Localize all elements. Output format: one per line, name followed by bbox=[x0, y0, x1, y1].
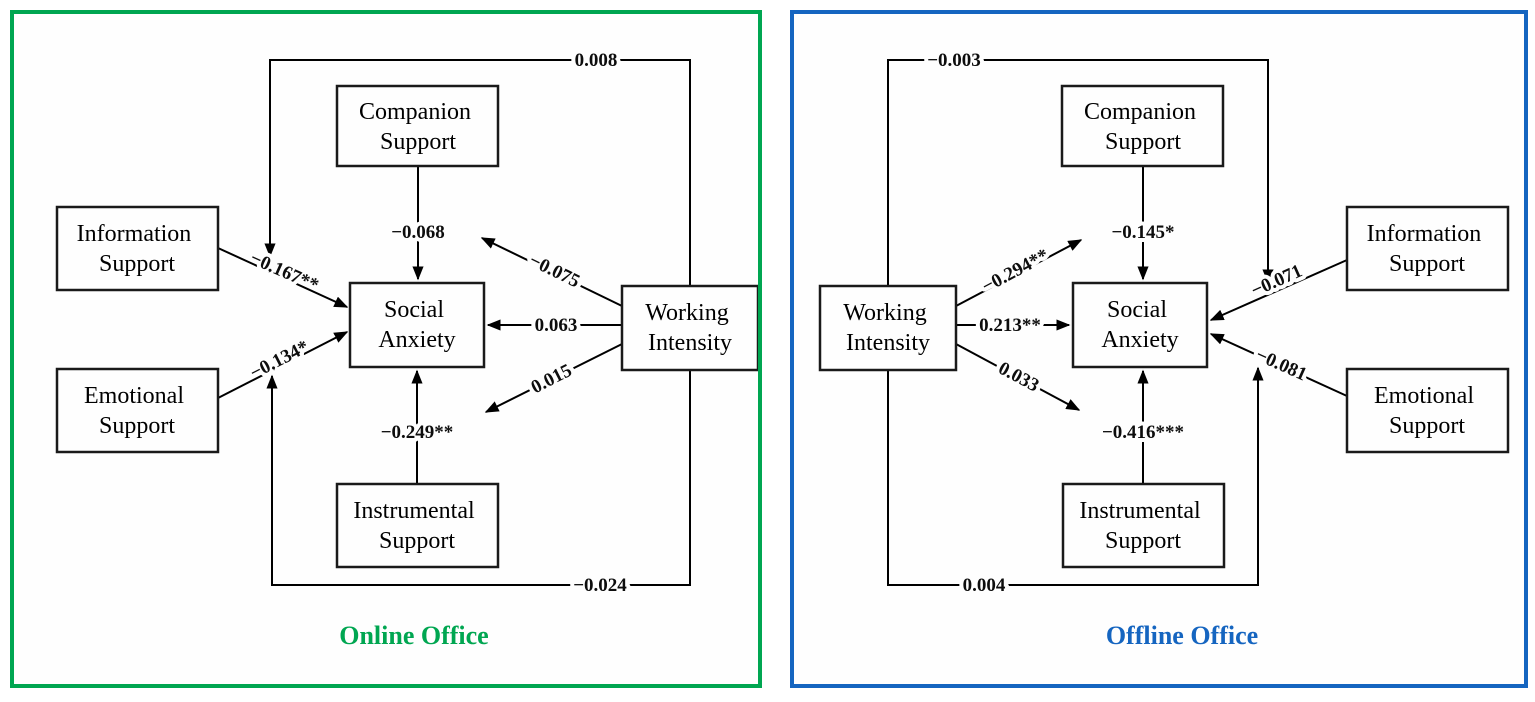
working-intensity-box: Working Intensity bbox=[818, 284, 958, 372]
path-information-to-anxiety bbox=[217, 247, 349, 308]
path-information-to-anxiety bbox=[1209, 259, 1348, 321]
emotional-support-rect bbox=[1345, 367, 1510, 454]
working-intensity-box: Working Intensity bbox=[620, 284, 758, 372]
coef-intensity-to-instrumental-path: 0.015 bbox=[528, 360, 576, 398]
emotional-support-label: Emotional Support bbox=[84, 383, 190, 439]
offline-diagram: −0.145* −0.071 −0.081 −0.416*** 0.213** … bbox=[818, 46, 1510, 650]
coef-intensity-to-information-path: −0.003 bbox=[927, 50, 981, 71]
instrumental-support-label: Instrumental Support bbox=[353, 498, 480, 554]
panel-online-office: −0.068 −0.167** −0.134* −0.249** 0.063 −… bbox=[10, 10, 762, 688]
coef-intensity-to-companion-path: −0.075 bbox=[526, 250, 583, 292]
coef-intensity-to-emotional-path: −0.024 bbox=[573, 575, 627, 596]
path-intensity-to-instrumental-path bbox=[484, 343, 623, 413]
online-panel-title: Online Office bbox=[339, 621, 488, 650]
path-emotional-to-anxiety bbox=[1209, 333, 1348, 397]
companion-support-box: Companion Support bbox=[335, 84, 500, 168]
instrumental-support-rect bbox=[1061, 482, 1226, 569]
path-emotional-to-anxiety bbox=[217, 331, 349, 399]
companion-support-box: Companion Support bbox=[1060, 84, 1225, 168]
coef-intensity-to-anxiety: 0.213** bbox=[979, 315, 1041, 336]
information-support-box: Information Support bbox=[1345, 205, 1510, 292]
working-intensity-rect bbox=[818, 284, 958, 372]
emotional-support-box: Emotional Support bbox=[1345, 367, 1510, 454]
path-intensity-to-emotional-path bbox=[887, 366, 1264, 586]
path-intensity-to-instrumental-path bbox=[955, 343, 1081, 411]
social-anxiety-box: Social Anxiety bbox=[348, 281, 486, 369]
information-support-label: Information Support bbox=[77, 221, 198, 277]
coef-companion-to-anxiety: −0.068 bbox=[391, 222, 445, 243]
information-support-label: Information Support bbox=[1367, 221, 1488, 277]
coef-instrumental-to-anxiety: −0.249** bbox=[381, 422, 454, 443]
instrumental-support-rect bbox=[335, 482, 500, 569]
path-intensity-to-information-path bbox=[264, 59, 691, 286]
online-connectors bbox=[217, 59, 691, 586]
coef-emotional-to-anxiety: −0.134* bbox=[247, 336, 313, 383]
companion-support-label: Companion Support bbox=[1084, 99, 1202, 155]
social-anxiety-rect bbox=[1071, 281, 1209, 369]
coef-intensity-to-information-path: 0.008 bbox=[575, 50, 618, 71]
social-anxiety-box: Social Anxiety bbox=[1071, 281, 1209, 369]
coef-emotional-to-anxiety: −0.081 bbox=[1252, 344, 1309, 385]
path-intensity-to-information-path bbox=[887, 59, 1274, 286]
coef-information-to-anxiety: −0.071 bbox=[1248, 260, 1305, 301]
coef-companion-to-anxiety: −0.145* bbox=[1111, 222, 1174, 243]
working-intensity-label: Working Intensity bbox=[843, 300, 932, 356]
coef-intensity-to-companion-path: −0.294** bbox=[978, 245, 1052, 298]
information-support-rect bbox=[55, 205, 220, 292]
coef-information-to-anxiety: −0.167** bbox=[247, 248, 322, 297]
social-anxiety-rect bbox=[348, 281, 486, 369]
information-support-rect bbox=[1345, 205, 1510, 292]
emotional-support-rect bbox=[55, 367, 220, 454]
path-intensity-to-companion-path bbox=[480, 237, 623, 307]
emotional-support-label: Emotional Support bbox=[1374, 383, 1480, 439]
coef-intensity-to-instrumental-path: 0.033 bbox=[995, 358, 1043, 397]
working-intensity-label: Working Intensity bbox=[645, 300, 734, 356]
path-intensity-to-companion-path bbox=[955, 239, 1083, 307]
social-anxiety-label: Social Anxiety bbox=[378, 297, 455, 353]
companion-support-rect bbox=[335, 84, 500, 168]
emotional-support-box: Emotional Support bbox=[55, 367, 220, 454]
path-intensity-to-emotional-path bbox=[266, 370, 691, 586]
online-diagram: −0.068 −0.167** −0.134* −0.249** 0.063 −… bbox=[55, 46, 758, 650]
instrumental-support-label: Instrumental Support bbox=[1079, 498, 1206, 554]
working-intensity-rect bbox=[620, 284, 758, 372]
social-anxiety-label: Social Anxiety bbox=[1101, 297, 1178, 353]
coef-intensity-to-anxiety: 0.063 bbox=[535, 315, 578, 336]
coef-intensity-to-emotional-path: 0.004 bbox=[963, 575, 1006, 596]
information-support-box: Information Support bbox=[55, 205, 220, 292]
coef-instrumental-to-anxiety: −0.416*** bbox=[1102, 422, 1184, 443]
companion-support-rect bbox=[1060, 84, 1225, 168]
panel-offline-office: −0.145* −0.071 −0.081 −0.416*** 0.213** … bbox=[790, 10, 1528, 688]
offline-connectors bbox=[887, 59, 1348, 586]
instrumental-support-box: Instrumental Support bbox=[1061, 482, 1226, 569]
instrumental-support-box: Instrumental Support bbox=[335, 482, 500, 569]
companion-support-label: Companion Support bbox=[359, 99, 477, 155]
offline-panel-title: Offline Office bbox=[1106, 621, 1258, 650]
